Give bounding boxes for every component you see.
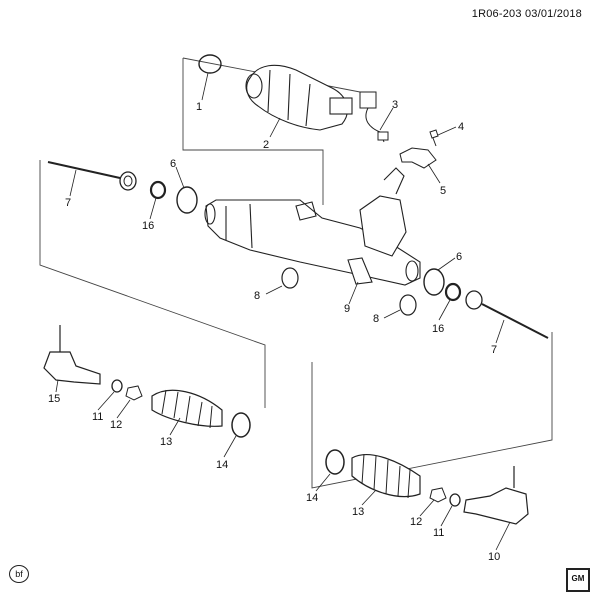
leader-3 [379,107,394,131]
callout-12-left: 12 [110,419,122,431]
callout-7-right: 7 [491,344,497,356]
clamp-left-part-12 [125,385,143,401]
seal-right-part-6 [423,268,445,296]
leader-11b [440,505,453,527]
clamp-ring-left-part-14 [231,412,251,438]
clamp-right-part-12 [429,487,447,503]
left-group-outline [39,160,266,408]
callout-9: 9 [344,303,350,315]
callout-1: 1 [196,101,202,113]
leader-7b [495,319,505,344]
leader-11a [97,391,115,411]
callout-14-left: 14 [216,459,228,471]
right-group-outline [311,332,553,489]
inner-tie-rod-left-part-7 [47,161,137,191]
boot-left-part-13 [151,389,223,429]
washer-right-part-16 [444,282,462,302]
outer-tie-rod-left-part-15 [43,325,101,385]
nut-right-part-11 [449,493,461,507]
bolt-part-4 [429,129,439,147]
callout-16-right: 16 [432,323,444,335]
steering-gear-part-9 [204,167,421,286]
mount-bushing-part-8-b [399,294,417,316]
leader-10 [495,521,511,551]
bf-mark: bf [9,565,29,583]
seal-left-part-6 [176,186,198,214]
nut-left-part-11 [111,379,123,393]
callout-13-right: 13 [352,506,364,518]
wire-connector-part-3 [359,91,389,143]
bracket-part-5 [399,147,437,169]
callout-12-right: 12 [410,516,422,528]
leader-6a [175,166,185,189]
callout-labels: 1 2 3 4 5 6 6 7 7 8 8 9 10 11 11 12 12 1… [48,99,500,563]
motor-group-outline [182,58,324,205]
callout-5: 5 [440,185,446,197]
mount-bushing-part-8-a [281,267,299,289]
leader-16a [149,197,157,220]
leader-8b [383,309,401,319]
callout-3: 3 [392,99,398,111]
leader-15 [55,379,59,393]
callout-13-left: 13 [160,436,172,448]
washer-left-part-16 [149,180,167,200]
diagram-code: 1R06-203 [471,8,522,20]
clamp-ring-right-part-14 [325,449,345,475]
leader-2 [269,117,281,138]
leader-13b [361,489,377,506]
oring-part-1 [198,54,222,74]
boot-right-part-13 [351,453,421,499]
callout-4: 4 [458,121,464,133]
leader-9 [348,281,359,305]
leader-12b [419,499,435,517]
motor-assembly-part-2 [245,64,353,131]
inner-tie-rod-right-part-7 [465,290,549,339]
callout-10: 10 [488,551,500,563]
leader-13a [169,417,181,436]
callout-8-right: 8 [373,313,379,325]
gm-logo: GM [566,568,590,592]
outer-tie-rod-right-part-10 [463,466,529,525]
leader-lines [55,72,511,551]
callout-14-right: 14 [306,492,318,504]
leader-4 [437,126,457,136]
leader-16b [438,299,451,321]
leader-1 [201,72,209,101]
leader-14a [223,435,237,458]
callout-11-right: 11 [433,527,444,539]
callout-7-left: 7 [65,197,71,209]
leader-12a [116,399,131,419]
callout-15: 15 [48,393,60,405]
leader-7a [69,169,77,197]
leader-14b [315,473,331,492]
leader-5 [427,163,441,184]
leader-8a [265,285,283,295]
callout-16-left: 16 [142,220,154,232]
diagram-header: 1R06-203 03/01/2018 [472,8,582,20]
callout-11-left: 11 [92,411,103,423]
callout-6-right: 6 [456,251,462,263]
diagram-date: 03/01/2018 [524,8,582,20]
callout-8-left: 8 [254,290,260,302]
callout-2: 2 [263,139,269,151]
callout-6-left: 6 [170,158,176,170]
group-outline-lines [39,57,553,489]
leader-6b [437,257,456,271]
